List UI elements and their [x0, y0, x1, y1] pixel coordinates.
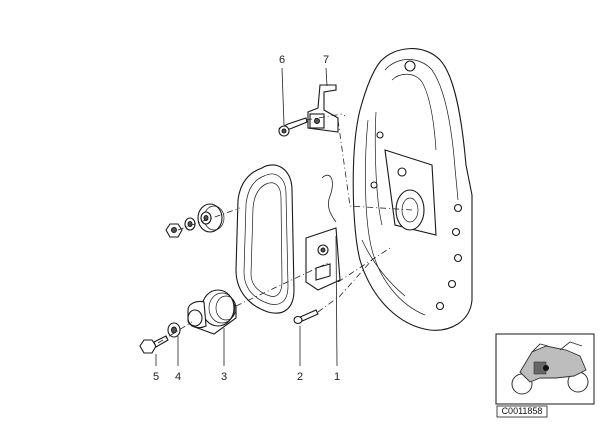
callout-6: 6 — [279, 54, 285, 66]
washer — [167, 322, 181, 338]
upper-nut — [165, 223, 183, 238]
leader-6 — [281, 67, 285, 126]
callout-3: 3 — [221, 371, 227, 383]
assembly-line-screw — [317, 259, 373, 313]
spring-clip — [321, 174, 337, 223]
callout-4: 4 — [175, 371, 181, 383]
cover-housing — [352, 48, 473, 331]
leader-1 — [335, 235, 338, 367]
motorcycle-inset — [495, 333, 595, 405]
assembly-line-plate — [337, 247, 391, 283]
toothed-belt — [235, 164, 295, 314]
upper-washer — [184, 217, 196, 231]
screw — [293, 309, 319, 325]
inset-reference-box: C0011858 — [496, 405, 548, 418]
callout-5: 5 — [153, 371, 159, 383]
crank-pulley — [187, 289, 237, 335]
callout-2: 2 — [297, 371, 303, 383]
upper-sprocket — [197, 203, 225, 233]
assembly-line-bracket — [337, 119, 413, 211]
mounting-bracket — [307, 84, 339, 133]
callout-1: 1 — [334, 371, 340, 383]
hex-bolt — [278, 117, 308, 137]
seal-plate — [305, 227, 341, 291]
pulley-bolt — [139, 335, 169, 354]
inset-reference-number: C0011858 — [502, 406, 543, 416]
callout-7: 7 — [323, 54, 329, 66]
leader-7 — [325, 67, 328, 87]
assembly-line-pulley — [235, 261, 331, 307]
assembly-line-upper-sprocket — [177, 207, 241, 231]
